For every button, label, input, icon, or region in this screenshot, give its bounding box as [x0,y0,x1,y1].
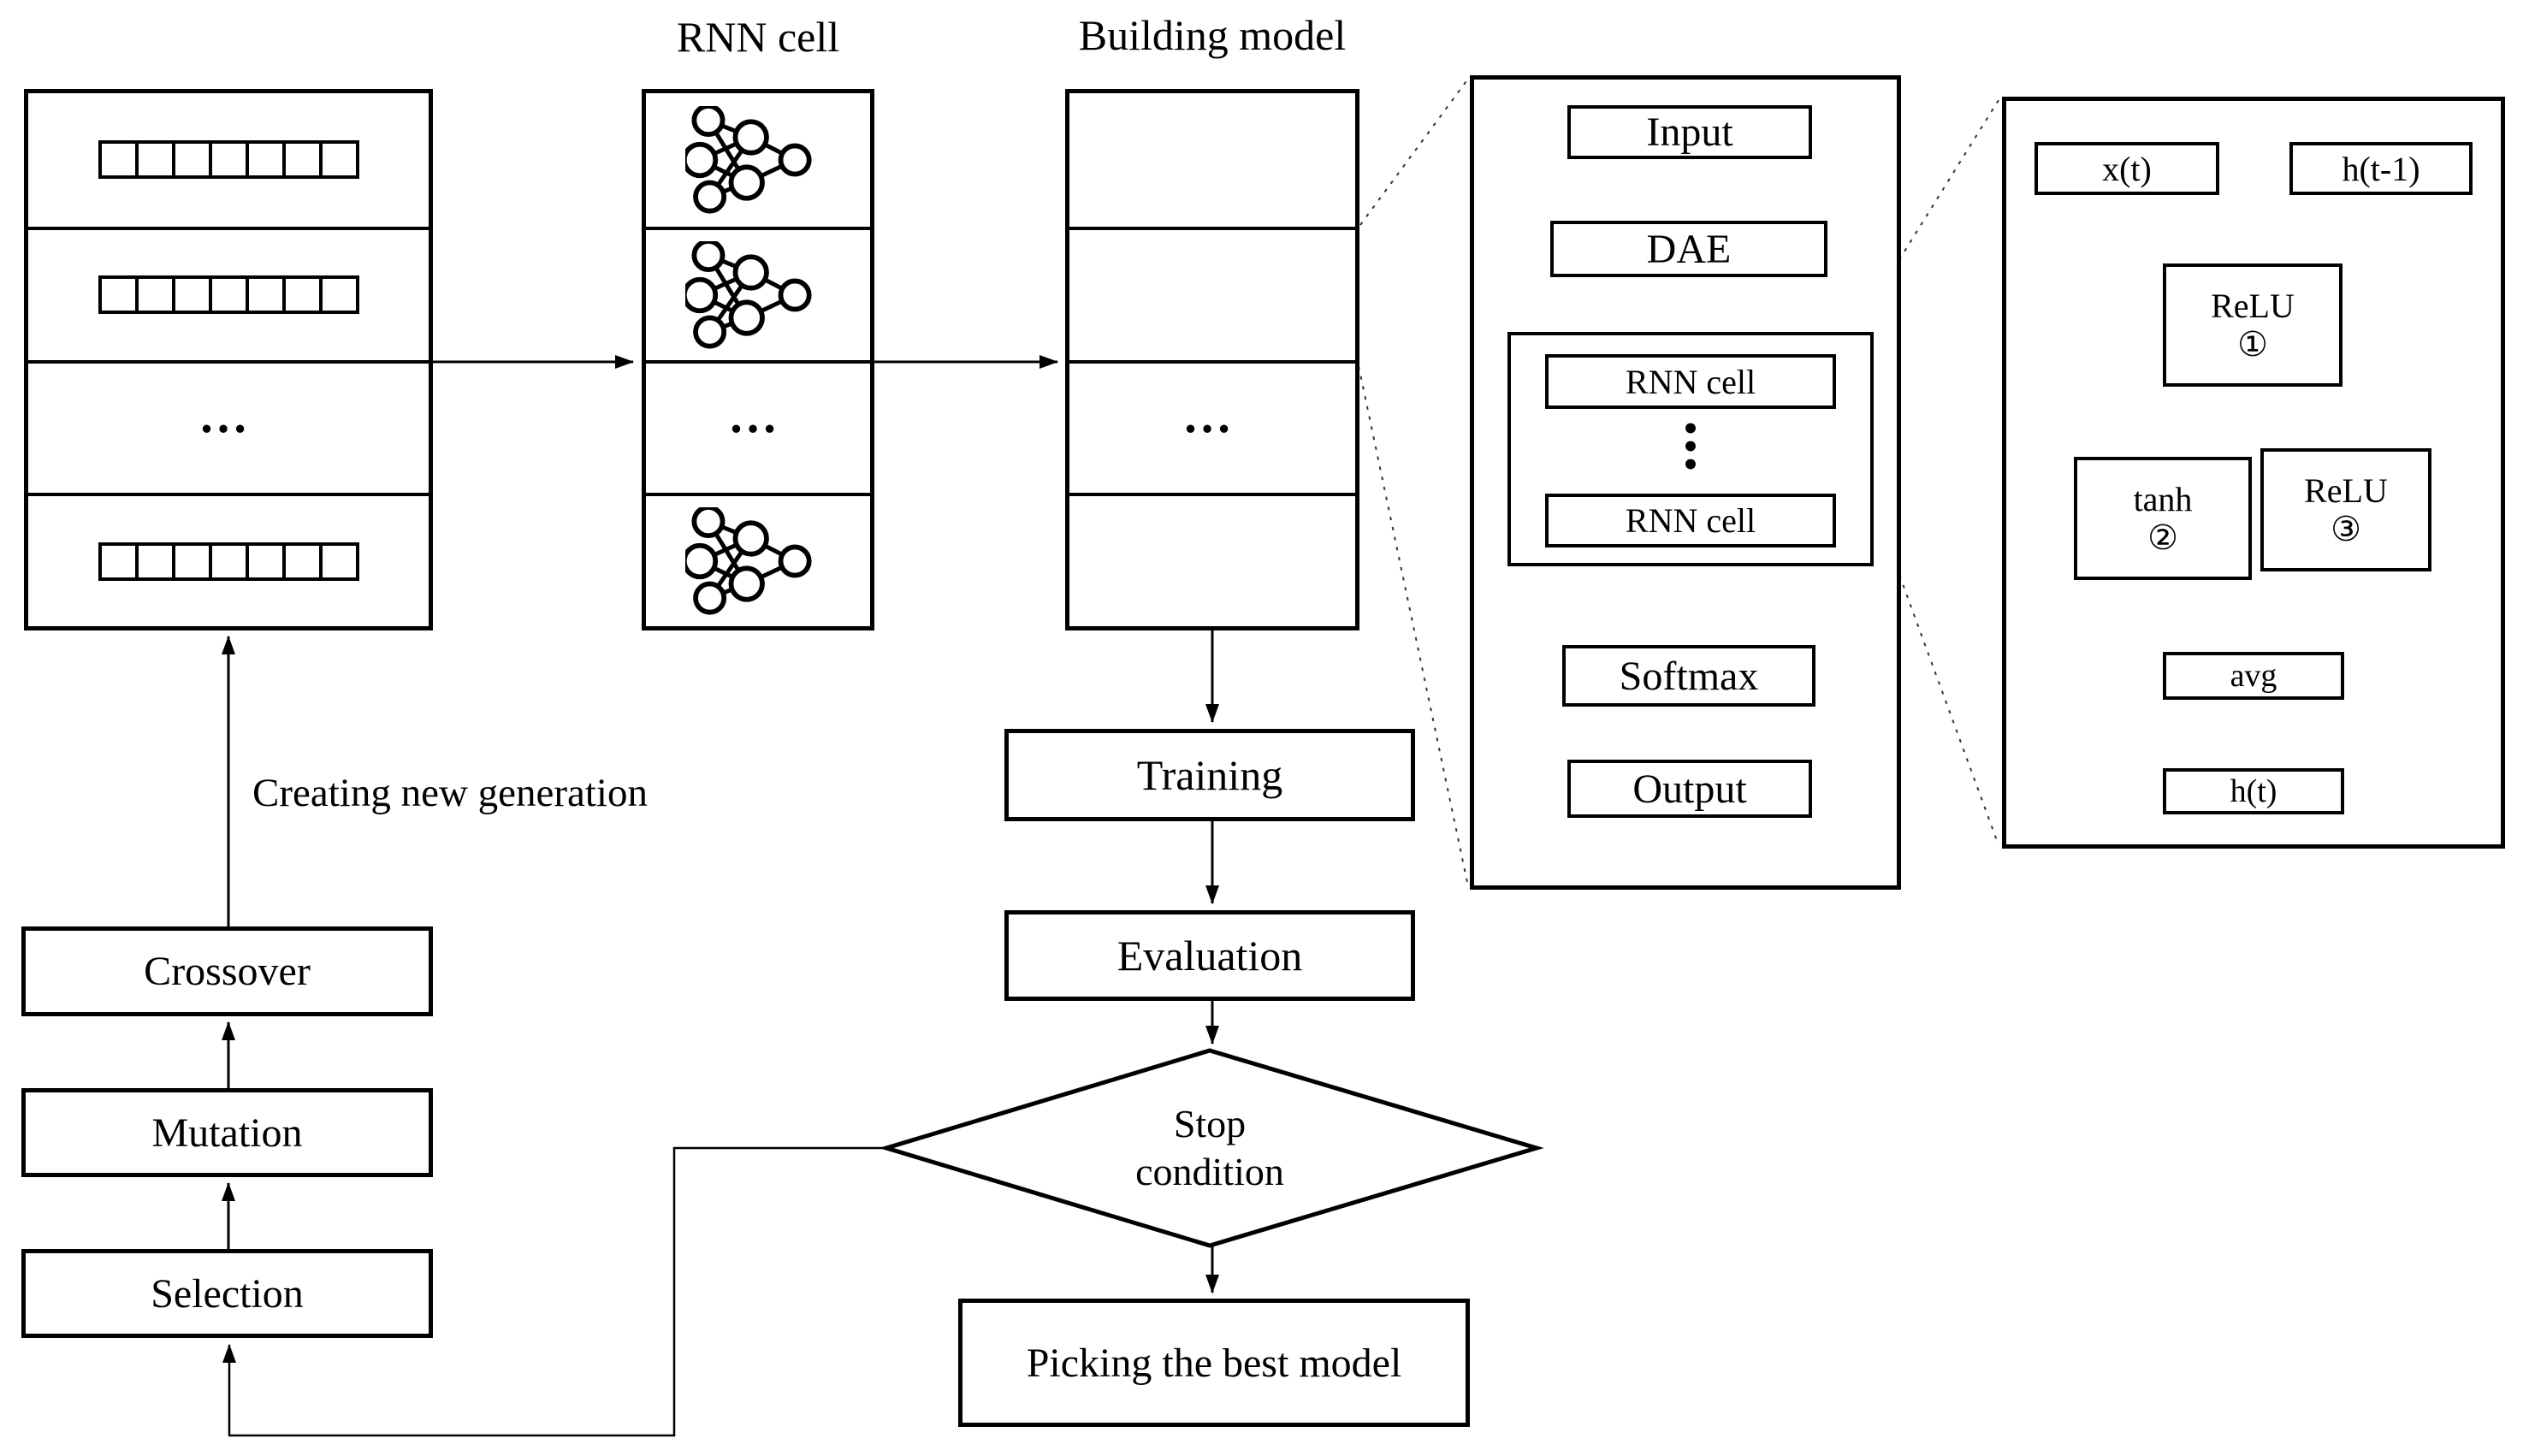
gene-cell [134,140,175,180]
gene-cell [171,275,212,315]
neural-net-icon [685,507,812,615]
stop-condition-label: Stop condition [1039,1083,1381,1213]
gene-cell [171,140,212,180]
crossover-label: Crossover [144,949,311,994]
gene-cell [245,275,286,315]
building-column-row [1069,226,1355,360]
ht-minus-1-label: h(t-1) [2342,149,2420,188]
gene-cell [98,542,139,581]
gene-cell [318,275,359,315]
rnn-cell-top-label: RNN cell [1625,362,1756,401]
xt-label: x(t) [2102,149,2152,188]
dae-box: DAE [1550,221,1827,277]
rnn-cell-bottom-box: RNN cell [1545,494,1836,547]
training-label: Training [1136,751,1283,799]
avg-label: avg [2230,658,2277,694]
training-box: Training [1004,729,1415,821]
gene-cell [318,140,359,180]
xt-box: x(t) [2035,142,2219,195]
vdot: • [1681,430,1700,465]
input-label: Input [1646,109,1733,155]
ht-box: h(t) [2163,768,2344,814]
tanh-box: tanh ② [2074,457,2252,580]
rnn-column-row [646,493,870,626]
population-row [28,93,429,227]
output-box: Output [1567,760,1812,818]
building-column-row [1069,493,1355,626]
vdot: • [1681,412,1700,447]
output-label: Output [1632,766,1747,812]
relu3-box: ReLU ③ [2260,448,2431,571]
building-column: … [1065,89,1359,630]
gene-cell [98,140,139,180]
neural-net-icon [685,240,812,349]
population-row: … [28,359,429,494]
dotted-connector-building-to-panel-bottom [1358,365,1469,887]
gene-cell [281,275,323,315]
gene-cell [98,275,139,315]
evaluation-box: Evaluation [1004,910,1415,1001]
gene-cell [281,140,323,180]
gene-strip [98,140,359,180]
gene-cell [245,542,286,581]
rnn-cell-bottom-label: RNN cell [1625,501,1756,540]
selection-label: Selection [151,1270,304,1317]
input-box: Input [1567,105,1812,159]
rnn-column-title: RNN cell [676,13,840,61]
gene-strip [98,542,359,581]
rnn-column-row: … [646,359,870,494]
gene-cell [134,275,175,315]
dae-label: DAE [1646,226,1732,272]
gene-cell [208,140,249,180]
gene-cell [281,542,323,581]
relu1-number: ① [2237,325,2268,364]
population-row [28,493,429,626]
ht-minus-1-box: h(t-1) [2289,142,2473,195]
rnn-cell-top-box: RNN cell [1545,354,1836,409]
stop-condition-line2: condition [1135,1150,1284,1193]
gene-cell [245,140,286,180]
loop-stop-to-selection [222,1146,886,1437]
building-column-row [1069,93,1355,227]
relu3-label: ReLU [2304,471,2388,510]
gene-strip [98,275,359,315]
population-box: … [24,89,433,630]
vdot: • [1681,448,1700,483]
vertical-ellipsis: • • • [1673,412,1708,483]
gene-cell [208,542,249,581]
stop-condition-line1: Stop [1173,1101,1247,1145]
gene-cell [208,275,249,315]
rnn-column-row [646,226,870,360]
avg-box: avg [2163,652,2344,700]
tanh-number: ② [2147,518,2178,558]
picking-best-model-box: Picking the best model [958,1299,1470,1427]
relu3-number: ③ [2331,510,2361,549]
creating-new-generation-label: Creating new generation [252,771,648,815]
relu1-box: ReLU ① [2163,263,2343,387]
rnn-column-row [646,93,870,227]
rnn-column: … [642,89,874,630]
building-column-row: … [1069,359,1355,494]
gene-cell [171,542,212,581]
picking-best-model-label: Picking the best model [1026,1340,1402,1386]
relu1-label: ReLU [2211,287,2295,325]
stop-condition-diamond [879,1048,1544,1248]
neural-net-icon [685,105,812,214]
dotted-connector-building-to-panel-top [1359,78,1469,226]
mutation-label: Mutation [151,1110,303,1156]
building-column-title: Building model [1078,11,1347,59]
mutation-box: Mutation [21,1088,433,1177]
tanh-label: tanh [2133,480,2193,518]
gene-cell [318,542,359,581]
evaluation-label: Evaluation [1116,932,1303,980]
selection-box: Selection [21,1249,433,1338]
crossover-box: Crossover [21,926,433,1016]
population-row [28,226,429,360]
ht-label: h(t) [2230,773,2277,809]
softmax-box: Softmax [1562,645,1815,707]
gene-cell [134,542,175,581]
softmax-label: Softmax [1619,653,1759,699]
